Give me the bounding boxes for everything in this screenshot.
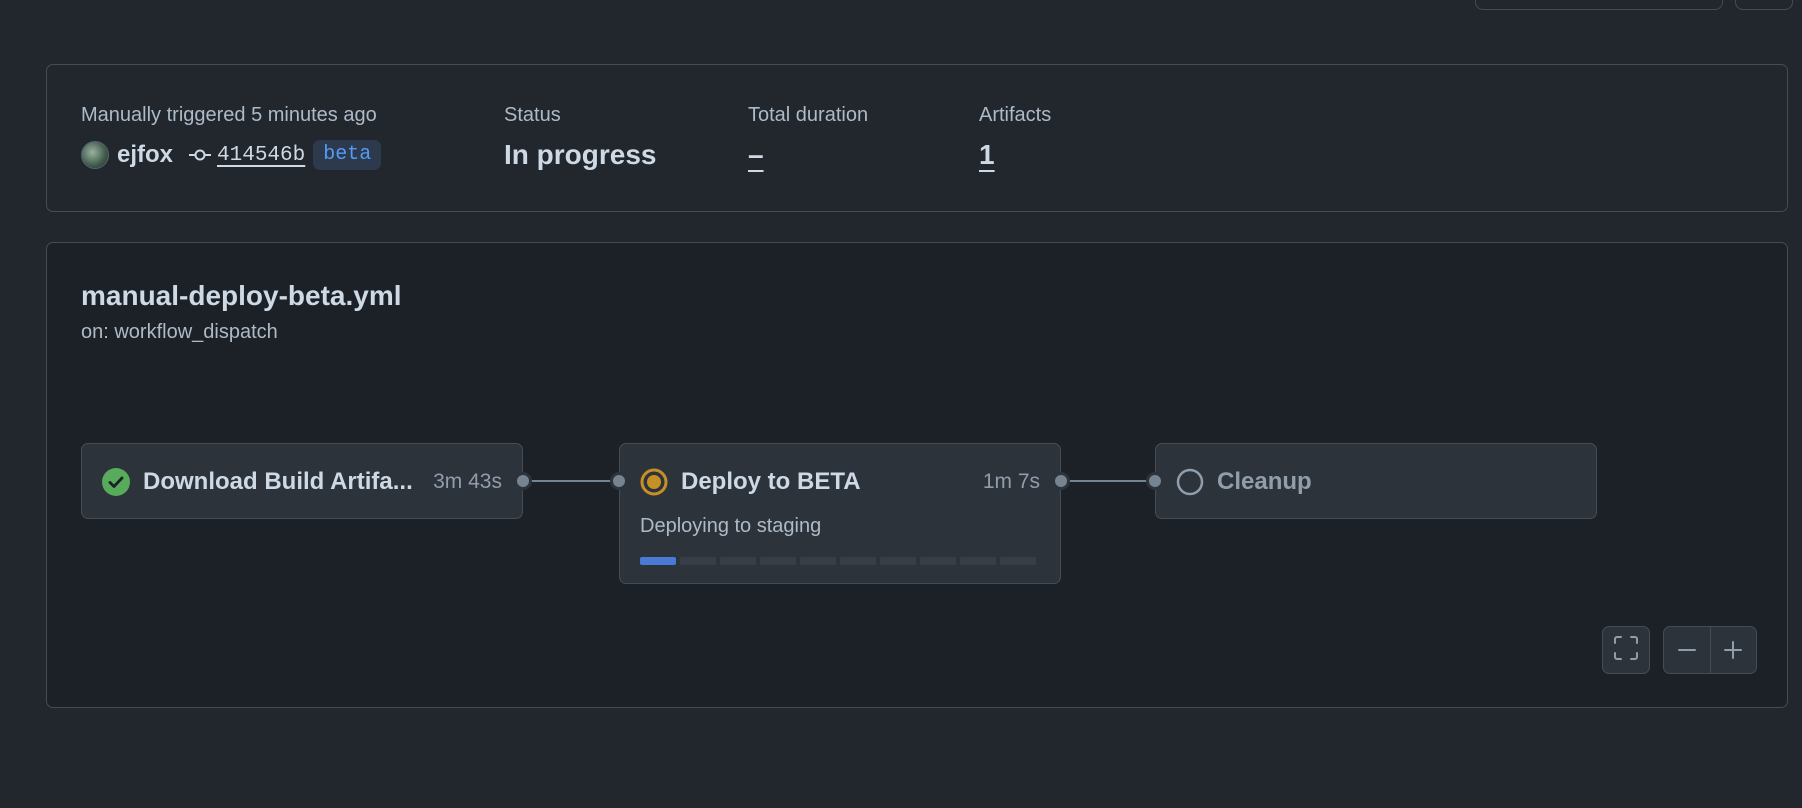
minus-icon [1678, 649, 1696, 651]
duration-label: Total duration [748, 104, 869, 126]
header-menu-button[interactable] [1735, 0, 1793, 10]
trigger-label: Manually triggered 5 minutes ago [81, 104, 377, 126]
trigger-info: Manually triggered 5 minutes ago ejfox 4… [81, 103, 382, 171]
workflow-trigger: on: workflow_dispatch [81, 321, 278, 343]
progress-segment [920, 557, 956, 565]
fullscreen-button[interactable] [1602, 626, 1650, 674]
connector-dot [1146, 472, 1164, 490]
duration-info: Total duration – [748, 103, 868, 171]
avatar[interactable] [81, 141, 109, 169]
zoom-in-button[interactable] [1722, 639, 1744, 661]
job-title: Deploy to BETA [681, 468, 861, 495]
queued-circle-icon [1176, 468, 1204, 496]
workflow-graph-panel: manual-deploy-beta.yml on: workflow_disp… [46, 242, 1788, 708]
job-duration: 1m 7s [982, 470, 1040, 493]
zoom-divider [1709, 627, 1711, 673]
job-connector [523, 480, 619, 482]
commit-sha-link[interactable]: 414546b [217, 143, 306, 167]
job-card-download-build-artifacts[interactable]: Download Build Artifa... 3m 43s [81, 443, 523, 519]
workflow-file-name: manual-deploy-beta.yml [81, 280, 402, 311]
progress-segment [680, 557, 716, 565]
progress-segment [960, 557, 996, 565]
connector-dot [1052, 472, 1070, 490]
job-duration: 3m 43s [433, 470, 502, 493]
connector-dot [514, 472, 532, 490]
header-action-button[interactable] [1475, 0, 1723, 10]
progress-segment [640, 557, 676, 565]
status-info: Status In progress [504, 103, 656, 171]
zoom-controls [1663, 626, 1757, 674]
job-progress-bar [640, 557, 1036, 565]
progress-segment [880, 557, 916, 565]
job-connector [1061, 480, 1155, 482]
zoom-out-button[interactable] [1676, 639, 1698, 661]
in-progress-icon [640, 468, 668, 496]
progress-segment [720, 557, 756, 565]
status-label: Status [504, 104, 561, 126]
artifacts-label: Artifacts [979, 104, 1052, 126]
plus-icon [1724, 641, 1742, 659]
connector-dot [610, 472, 628, 490]
fullscreen-icon [1613, 635, 1639, 666]
progress-segment [800, 557, 836, 565]
job-title: Download Build Artifa... [143, 468, 413, 495]
job-card-cleanup[interactable]: Cleanup [1155, 443, 1597, 519]
progress-segment [1000, 557, 1036, 565]
job-current-step: Deploying to staging [640, 515, 822, 537]
artifacts-info: Artifacts 1 [979, 103, 1051, 171]
status-value: In progress [504, 139, 657, 170]
commit-icon [189, 148, 212, 162]
job-title: Cleanup [1217, 468, 1312, 495]
artifacts-count-link[interactable]: 1 [979, 139, 995, 170]
branch-badge[interactable]: beta [313, 140, 382, 170]
progress-segment [760, 557, 796, 565]
run-summary-panel: Manually triggered 5 minutes ago ejfox 4… [46, 64, 1788, 212]
actor-name[interactable]: ejfox [117, 141, 174, 168]
job-card-deploy-to-beta[interactable]: Deploy to BETA 1m 7s Deploying to stagin… [619, 443, 1061, 584]
progress-segment [840, 557, 876, 565]
duration-value[interactable]: – [748, 139, 764, 170]
check-circle-icon [102, 468, 130, 496]
